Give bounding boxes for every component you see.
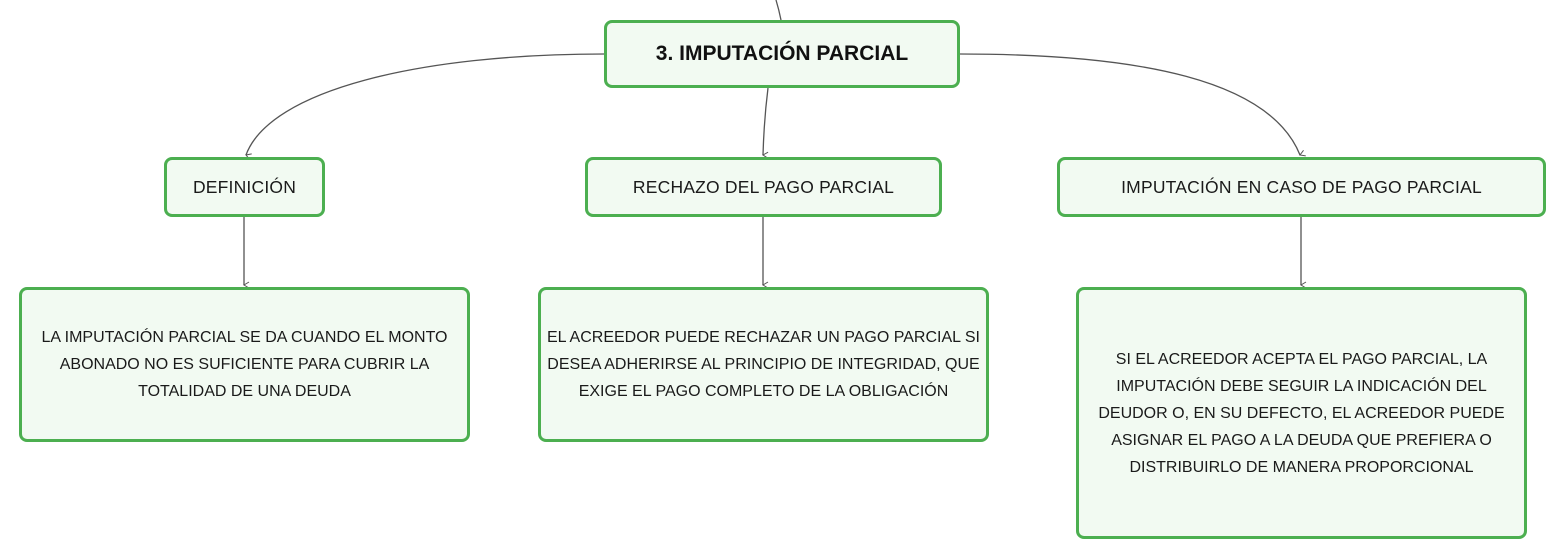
connector-parent-to-root <box>775 0 782 21</box>
branch-node-label: IMPUTACIÓN EN CASO DE PAGO PARCIAL <box>1121 176 1482 197</box>
branch-node-label: RECHAZO DEL PAGO PARCIAL <box>632 176 895 197</box>
branch-node-rechazo[interactable]: RECHAZO DEL PAGO PARCIAL <box>585 157 942 217</box>
detail-node-rechazo[interactable]: EL ACREEDOR PUEDE RECHAZAR UN PAGO PARCI… <box>538 287 989 442</box>
detail-node-imputacion[interactable]: SI EL ACREEDOR ACEPTA EL PAGO PARCIAL, L… <box>1076 287 1527 539</box>
branch-node-imputacion[interactable]: IMPUTACIÓN EN CASO DE PAGO PARCIAL <box>1057 157 1546 217</box>
root-node-label: 3. IMPUTACIÓN PARCIAL <box>655 42 909 65</box>
connector-root-to-imputacion <box>959 53 1306 157</box>
detail-node-text: LA IMPUTACIÓN PARCIAL SE DA CUANDO EL MO… <box>41 329 448 400</box>
root-node[interactable]: 3. IMPUTACIÓN PARCIAL <box>604 20 960 88</box>
branch-node-label: DEFINICIÓN <box>192 176 297 197</box>
detail-node-definicion[interactable]: LA IMPUTACIÓN PARCIAL SE DA CUANDO EL MO… <box>19 287 470 442</box>
detail-node-text: SI EL ACREEDOR ACEPTA EL PAGO PARCIAL, L… <box>1098 350 1505 476</box>
connector-root-to-rechazo <box>762 87 769 159</box>
detail-node-text: EL ACREEDOR PUEDE RECHAZAR UN PAGO PARCI… <box>547 329 980 400</box>
branch-node-definicion[interactable]: DEFINICIÓN <box>164 157 325 217</box>
connector-root-to-definicion <box>245 53 605 160</box>
